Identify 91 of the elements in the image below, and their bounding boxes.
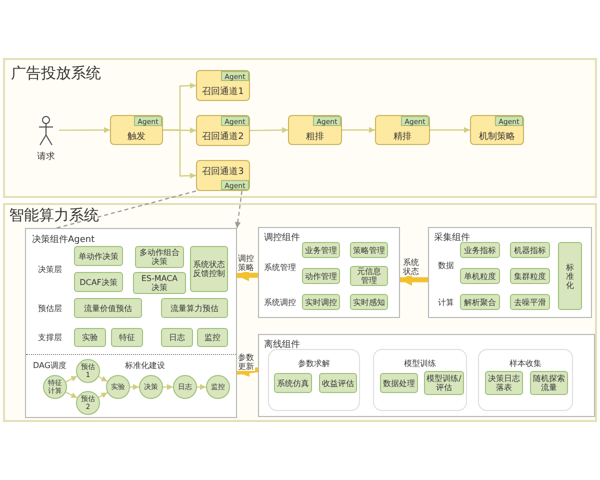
component-title: 调控组件 xyxy=(264,232,300,244)
arrow xyxy=(66,392,78,398)
row-label: 数据 xyxy=(438,260,454,271)
process-box: 实验 xyxy=(74,328,106,347)
box-label: 触发 xyxy=(126,130,146,143)
component-title: 决策组件Agent xyxy=(32,234,95,246)
box-label: 精排 xyxy=(392,130,412,143)
edge-label: 系统状态 xyxy=(402,258,420,276)
component-title: 离线组件 xyxy=(264,338,300,351)
row-label: 支撑层 xyxy=(38,332,62,343)
edge-label: 调控策略 xyxy=(237,254,255,272)
process-box: ES-MACA决策 xyxy=(133,272,186,294)
component-box xyxy=(258,334,595,417)
arrow xyxy=(130,384,139,390)
process-box: 流量算力预估 xyxy=(161,298,228,318)
process-box: DCAF决策 xyxy=(74,272,123,292)
arrow xyxy=(250,127,288,134)
component-box xyxy=(428,227,592,318)
box-label: 召回通道2 xyxy=(201,130,245,143)
arrow xyxy=(197,384,206,390)
arrow xyxy=(59,127,110,134)
arrow xyxy=(234,190,242,228)
group-title: 样本收集 xyxy=(508,358,542,369)
process-box: 业务管理 xyxy=(302,242,340,258)
agent-box xyxy=(288,115,342,145)
group-title: 参数求解 xyxy=(297,358,331,369)
arrow xyxy=(163,384,173,390)
component-box xyxy=(25,228,237,418)
row-label: 系统管理 xyxy=(264,262,296,273)
process-box: 流量价值预估 xyxy=(74,298,142,318)
arrow xyxy=(163,129,196,179)
connector-line xyxy=(56,190,196,229)
process-box: 随机探索流量 xyxy=(530,371,568,395)
box-label: 召回通道1 xyxy=(201,86,245,98)
panel-title: 广告投放系统 xyxy=(11,64,101,83)
panel xyxy=(3,203,597,422)
block-arrow xyxy=(236,364,258,377)
agent-box xyxy=(196,160,250,191)
process-box: 系统状态反馈控制 xyxy=(190,246,228,292)
process-box: 集群粒度 xyxy=(510,268,550,284)
process-box: 模型训练/评估 xyxy=(424,371,464,395)
process-box: 实时调控 xyxy=(302,294,340,310)
process-box: 策略管理 xyxy=(350,242,388,258)
agent-box xyxy=(196,115,250,146)
process-box: 机器指标 xyxy=(510,242,550,258)
arrow xyxy=(430,127,470,133)
arrow xyxy=(342,127,375,133)
process-box: 特征 xyxy=(111,328,143,347)
row-label: 系统调控 xyxy=(264,297,296,308)
agent-box xyxy=(470,115,524,145)
arrow xyxy=(66,376,78,382)
row-label: 预估层 xyxy=(38,303,62,314)
arrow xyxy=(98,376,108,382)
process-box: 业务指标 xyxy=(460,242,500,258)
row-label: DAG调度 xyxy=(33,360,67,371)
process-box: 数据处理 xyxy=(380,373,418,393)
process-box: 决策日志落表 xyxy=(485,371,523,395)
box-label: 粗排 xyxy=(305,130,325,143)
process-box: 单动作决策 xyxy=(74,246,123,266)
group-box xyxy=(478,349,573,411)
edge-label: 参数更新 xyxy=(237,353,255,371)
group-box xyxy=(373,349,467,411)
process-box: 系统仿真 xyxy=(274,373,312,393)
process-box: 监控 xyxy=(197,328,228,347)
row-label: 标准化建设 xyxy=(125,360,165,371)
process-box: 动作管理 xyxy=(302,268,340,284)
process-box: 去噪平滑 xyxy=(510,294,550,310)
process-box: 多动作组合决策 xyxy=(135,246,184,268)
agent-box xyxy=(110,115,163,145)
arrow xyxy=(98,392,108,398)
process-box: 收益评估 xyxy=(319,373,357,393)
box-label: 召回通道3 xyxy=(201,166,245,178)
group-box xyxy=(268,349,360,411)
process-box: 单机粒度 xyxy=(460,268,500,284)
process-box: 实时感知 xyxy=(350,294,388,310)
block-arrow xyxy=(400,274,428,286)
box-label: 机制策略 xyxy=(478,130,516,143)
person-label: 请求 xyxy=(36,150,56,163)
process-box: 日志 xyxy=(161,328,193,347)
component-box xyxy=(258,227,400,318)
row-label: 决策层 xyxy=(38,264,62,275)
panel xyxy=(3,58,597,198)
component-title: 采集组件 xyxy=(434,232,470,244)
agent-box xyxy=(196,70,250,101)
panel-title: 智能算力系统 xyxy=(9,206,99,225)
process-box: 标准化 xyxy=(558,242,582,310)
agent-box xyxy=(375,115,430,145)
process-box: 解析聚合 xyxy=(460,294,500,310)
process-box: 元信息管理 xyxy=(350,266,388,286)
group-title: 模型训练 xyxy=(403,358,437,369)
row-label: 计算 xyxy=(438,297,454,308)
